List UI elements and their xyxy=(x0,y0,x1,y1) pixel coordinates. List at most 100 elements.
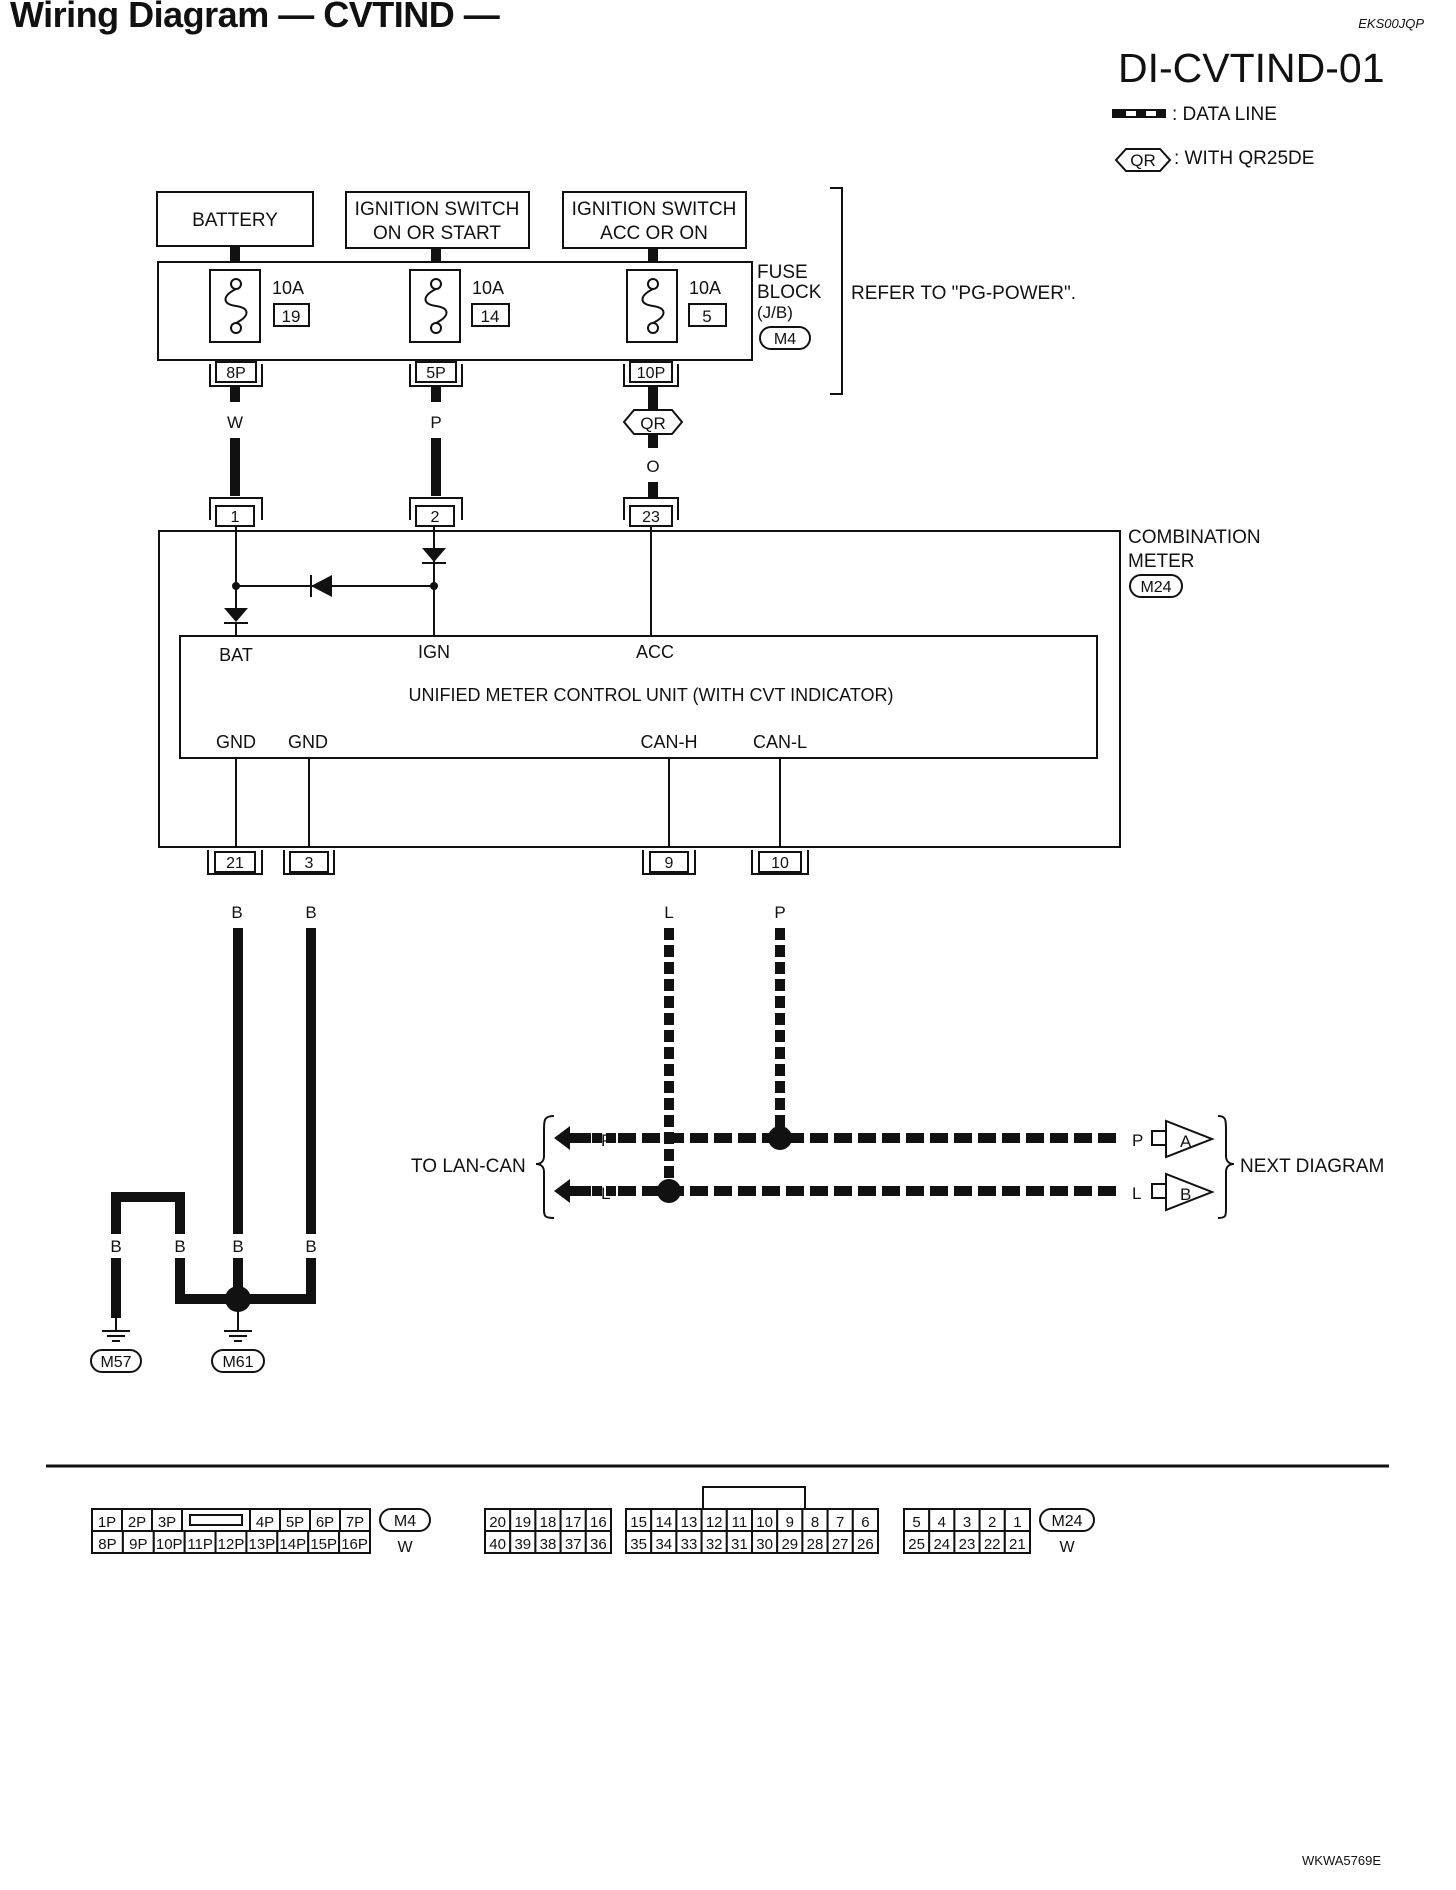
ground-symbol-m61 xyxy=(224,1330,252,1342)
wire-color-o: O xyxy=(646,457,659,476)
m24-pin-31-label: 31 xyxy=(731,1536,748,1553)
m4-color: W xyxy=(397,1539,413,1556)
m24-pin-25-label: 25 xyxy=(908,1536,925,1553)
svg-text:9: 9 xyxy=(665,855,674,872)
arrow-left-p xyxy=(554,1126,570,1150)
ign-on-start-line2: ON OR START xyxy=(373,223,501,244)
lan-right-p: P xyxy=(1132,1131,1143,1150)
fuses xyxy=(209,269,678,343)
m4-pin-15P-label: 15P xyxy=(310,1536,337,1553)
wire-color-b-21: B xyxy=(231,903,242,922)
m4-pin-14P-label: 14P xyxy=(279,1536,306,1553)
wire-p xyxy=(431,438,441,496)
fuse-5 xyxy=(626,269,678,343)
meter-pin-2: 2 xyxy=(409,497,463,527)
m4-pin-16P xyxy=(338,1530,372,1554)
m4-pin-3P-label: 3P xyxy=(158,1514,176,1531)
m24-pin-12-label: 12 xyxy=(706,1514,723,1531)
m24-color: W xyxy=(1059,1539,1075,1556)
m24-pin-13-label: 13 xyxy=(681,1514,698,1531)
m24-pin-18-label: 18 xyxy=(540,1514,557,1531)
qr-legend-label: : WITH QR25DE xyxy=(1174,148,1315,169)
fuse-5-number: 5 xyxy=(702,307,711,326)
lan-left-l: L xyxy=(601,1184,610,1203)
m24-id-badge xyxy=(1039,1508,1095,1532)
m24-pin-38-label: 38 xyxy=(540,1536,557,1553)
splice-can-l xyxy=(768,1126,792,1150)
unit-label: UNIFIED METER CONTROL UNIT (WITH CVT IND… xyxy=(409,685,894,705)
m61-label: M61 xyxy=(222,1354,253,1371)
m4-pin-1P-label: 1P xyxy=(98,1514,116,1531)
meter-label-1: COMBINATION xyxy=(1128,527,1261,548)
qr-legend-tag: QR xyxy=(1114,146,1172,180)
m57-badge xyxy=(90,1349,142,1373)
combination-meter-box xyxy=(158,530,1121,848)
m4-pin-9P-label: 9P xyxy=(129,1536,147,1553)
m4-pin-5P-label: 5P xyxy=(286,1514,304,1531)
ground-wire-b-3: B xyxy=(232,1237,243,1256)
to-lan-can: TO LAN-CAN xyxy=(411,1156,526,1177)
m24-pin-15-label: 15 xyxy=(630,1514,647,1531)
m24-pin-21 xyxy=(1003,1530,1031,1554)
meter-connector-badge xyxy=(1129,574,1183,598)
m24-pin-27-label: 27 xyxy=(832,1536,849,1553)
fuse-block-label-3: (J/B) xyxy=(757,303,793,322)
meter-pin-23: 23 xyxy=(623,497,679,527)
arrow-left-l xyxy=(554,1179,570,1203)
m24-pin-17-label: 17 xyxy=(565,1514,582,1531)
fuse-block-connector: M4 xyxy=(774,331,796,348)
svg-text:3: 3 xyxy=(305,855,314,872)
fuse-block-label-2: BLOCK xyxy=(757,282,822,303)
m24-pin-4-label: 4 xyxy=(938,1514,946,1531)
wire-color-p-can: P xyxy=(774,903,785,922)
m4-pin-13P-label: 13P xyxy=(249,1536,276,1553)
m24-pin-7-label: 7 xyxy=(836,1514,844,1531)
fuse-5-amp: 10A xyxy=(689,278,721,298)
conn-a-label: A xyxy=(1180,1132,1192,1151)
fuse-19 xyxy=(209,269,261,343)
lan-left-p: P xyxy=(601,1131,612,1150)
m24-pin-29-label: 29 xyxy=(781,1536,798,1553)
m24-pin-37-label: 37 xyxy=(565,1536,582,1553)
m24-pin-3-label: 3 xyxy=(963,1514,971,1531)
m24-pin-21-label: 21 xyxy=(1009,1536,1026,1553)
meter-pin-21: 21 xyxy=(207,850,263,875)
m24-pin-36 xyxy=(584,1530,612,1554)
m4-id-badge xyxy=(379,1508,431,1532)
ign-acc-on-line1: IGNITION SWITCH xyxy=(572,199,737,220)
m61-badge xyxy=(211,1349,265,1373)
terminal-bat: BAT xyxy=(219,645,253,665)
ign-on-start-line1: IGNITION SWITCH xyxy=(355,199,520,220)
lan-right-l: L xyxy=(1132,1184,1141,1203)
ground-wire-b-4: B xyxy=(305,1237,316,1256)
qr-tag-text: QR xyxy=(640,414,666,433)
m24-pin-39-label: 39 xyxy=(514,1536,531,1553)
fuse-pin-5p: 5P xyxy=(409,361,463,387)
fuse-block-box xyxy=(157,261,753,361)
meter-connector: M24 xyxy=(1140,579,1171,596)
m24-pin-2-label: 2 xyxy=(988,1514,996,1531)
fuse-19-number: 19 xyxy=(282,307,301,326)
m4-pin-4P-label: 4P xyxy=(256,1514,274,1531)
meter-pin-1: 1 xyxy=(209,497,263,527)
svg-text:23: 23 xyxy=(642,509,660,526)
m24-pin-28-label: 28 xyxy=(807,1536,824,1553)
m24-pin-24-label: 24 xyxy=(933,1536,950,1553)
fuse-block-bracket xyxy=(830,187,843,395)
m24-pin-22-label: 22 xyxy=(984,1536,1001,1553)
m24-pin-36-label: 36 xyxy=(590,1536,607,1553)
refer-pg-power: REFER TO "PG-POWER". xyxy=(851,283,1076,304)
m24-pin-8-label: 8 xyxy=(811,1514,819,1531)
ground-wire-join xyxy=(238,1238,316,1304)
wire-o xyxy=(648,482,658,498)
m24-pin-1-label: 1 xyxy=(1013,1514,1021,1531)
terminal-gnd-1: GND xyxy=(216,732,256,752)
m57-label: M57 xyxy=(100,1354,131,1371)
ground-wire-21 xyxy=(233,928,243,1238)
m24-pin-6-label: 6 xyxy=(861,1514,869,1531)
fuse-14-amp: 10A xyxy=(472,278,504,298)
m24-pin-40-label: 40 xyxy=(489,1536,506,1553)
m4-pin-2P-label: 2P xyxy=(128,1514,146,1531)
fuse-block-label-1: FUSE xyxy=(757,262,808,283)
